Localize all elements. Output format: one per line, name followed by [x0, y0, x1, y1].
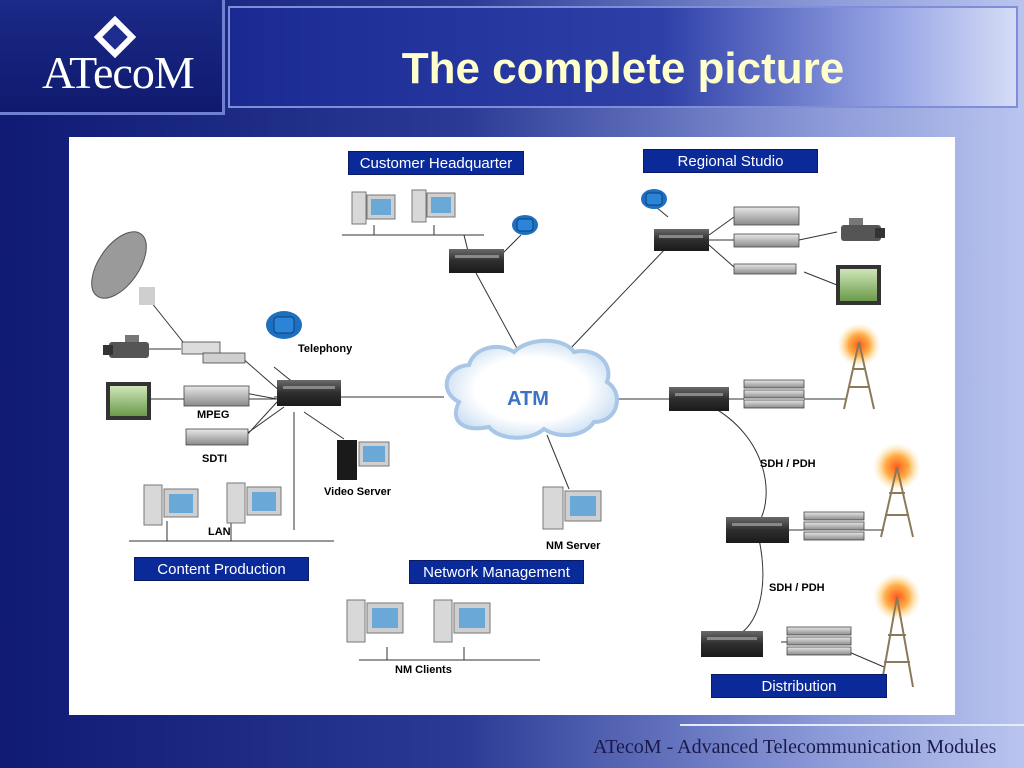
logo-panel: ATecoM — [0, 0, 225, 115]
atm-cloud-label: ATM — [507, 388, 549, 410]
control-panel — [181, 341, 246, 364]
label-sdh-pdh-2: SDH / PDH — [769, 582, 825, 594]
label-video-server: Video Server — [324, 486, 392, 498]
pc-lan-2 — [226, 482, 282, 524]
monitor-content — [106, 382, 151, 420]
monitor-studio — [836, 265, 881, 305]
satellite-dish — [91, 231, 155, 305]
section-network-management: Network Management — [409, 560, 584, 584]
tower-3 — [873, 573, 921, 688]
atm-switch-distribution-1 — [669, 387, 729, 411]
pc-lan-1 — [143, 484, 199, 526]
network-diagram: ATM — [91, 189, 921, 688]
phone-studio — [641, 189, 667, 209]
video-server-pc — [337, 440, 390, 480]
section-content-production: Content Production — [134, 557, 309, 581]
camera-studio — [841, 218, 885, 241]
sdh-equipment-2 — [803, 511, 865, 541]
footer-text: ATecoM - Advanced Telecommunication Modu… — [593, 736, 997, 758]
sdh-equipment-3 — [786, 626, 852, 656]
mpeg-encoder — [183, 385, 250, 407]
studio-equipment — [733, 206, 800, 275]
atm-switch-studio — [654, 229, 709, 251]
section-customer-hq: Customer Headquarter — [348, 151, 524, 175]
label-nm-clients: NM Clients — [395, 664, 452, 676]
footer-divider — [680, 724, 1024, 726]
label-telephony: Telephony — [298, 343, 353, 355]
atm-switch-content — [277, 380, 341, 406]
section-distribution: Distribution — [711, 674, 887, 698]
title-bar: The complete picture — [228, 6, 1018, 108]
atm-switch-distribution-3 — [701, 631, 763, 657]
atm-switch-hq — [449, 249, 504, 273]
label-sdti: SDTI — [202, 453, 228, 465]
section-regional-studio: Regional Studio — [643, 149, 818, 173]
logo-text: ATecoM — [42, 47, 195, 98]
diagram-canvas: ATM Customer Headquarter Regional Studio… — [69, 137, 955, 715]
phone-hq — [512, 215, 538, 235]
connection-lines — [129, 206, 885, 668]
nm-client-pc-1 — [346, 599, 404, 643]
sdh-equipment-1 — [743, 379, 805, 409]
pc-hq-2 — [411, 189, 456, 223]
page-title: The complete picture — [401, 44, 845, 93]
camera-content — [103, 335, 149, 358]
atm-cloud — [444, 338, 619, 440]
nm-server-pc — [542, 486, 602, 530]
nm-client-pc-2 — [433, 599, 491, 643]
pc-hq-1 — [351, 191, 396, 225]
label-lan: LAN — [208, 526, 231, 538]
label-sdh-pdh-1: SDH / PDH — [760, 458, 816, 470]
tower-1 — [837, 323, 881, 410]
phone-telephony — [266, 311, 302, 339]
tower-2 — [873, 443, 921, 538]
label-mpeg: MPEG — [197, 409, 230, 421]
atm-switch-distribution-2 — [726, 517, 789, 543]
label-nm-server: NM Server — [546, 540, 601, 552]
sdti-unit — [185, 428, 249, 446]
